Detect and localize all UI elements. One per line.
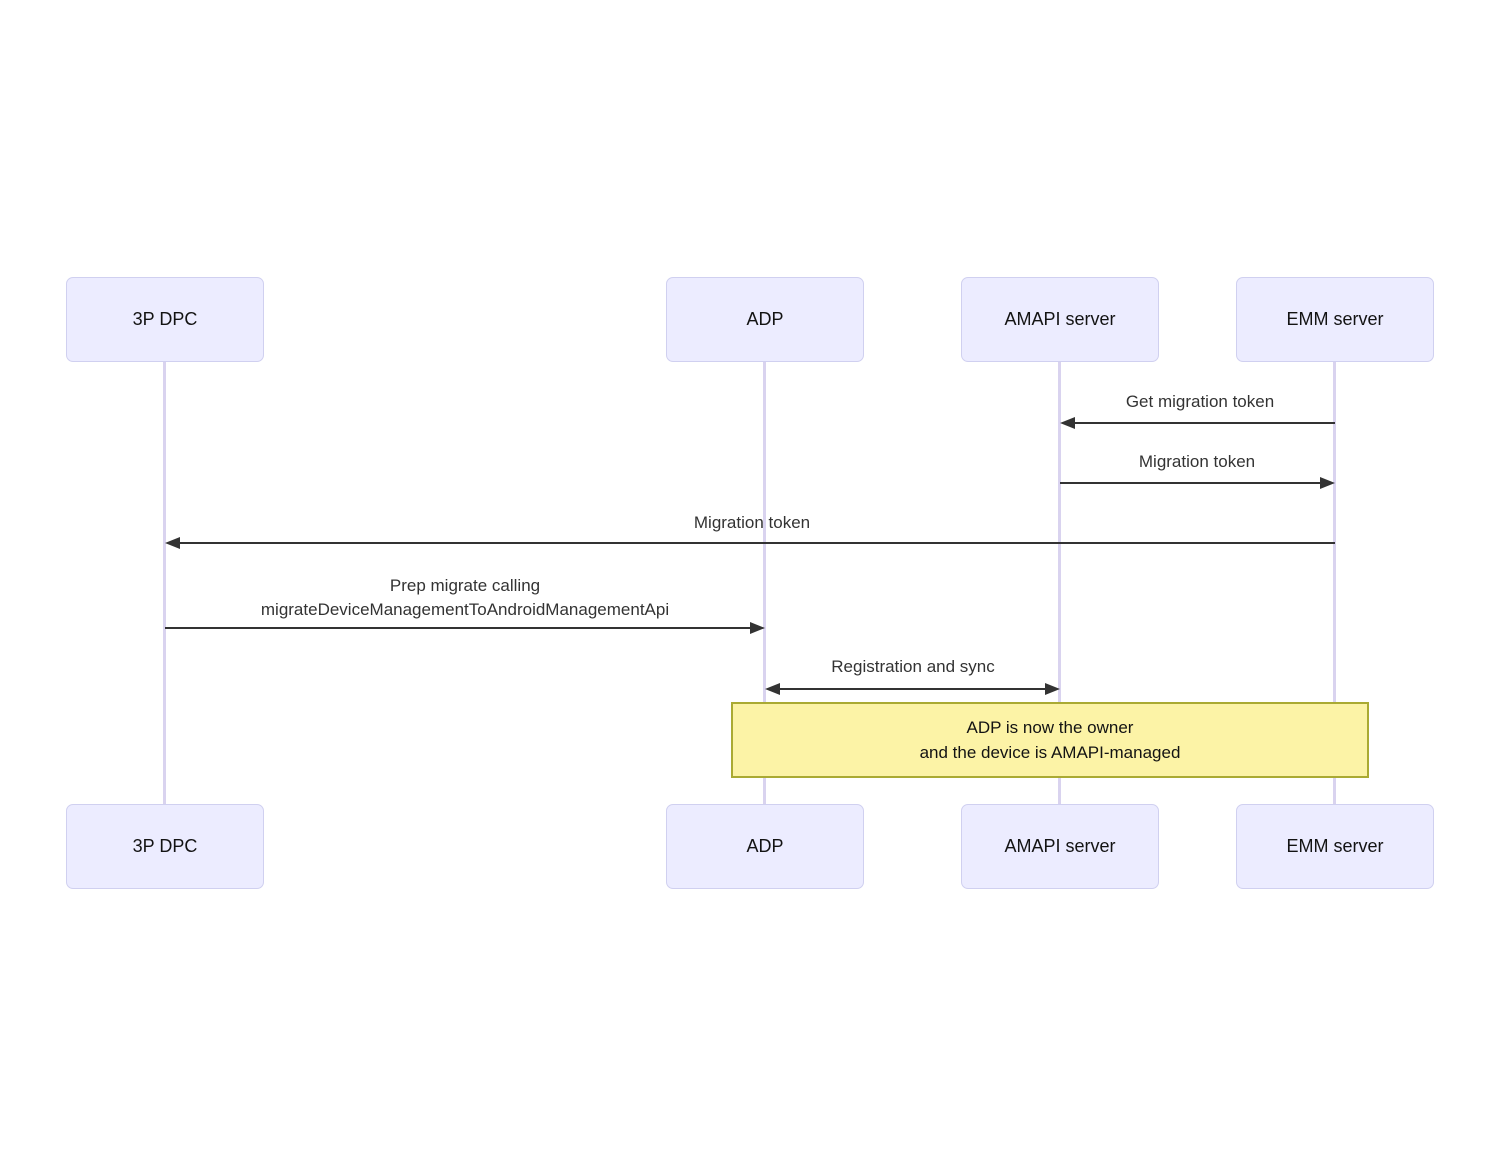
actor-top-adp: ADP	[666, 277, 864, 362]
note-line-2: and the device is AMAPI-managed	[919, 743, 1181, 762]
arrowhead-right-icon	[1320, 477, 1335, 489]
message-line-prep-migrate	[165, 627, 753, 629]
actor-label: EMM server	[1286, 309, 1384, 329]
actor-bottom-3p-dpc: 3P DPC	[66, 804, 264, 889]
message-line-migration-token-to-dpc	[173, 542, 1335, 544]
lifeline-3p-dpc	[163, 362, 166, 804]
actor-top-amapi-server: AMAPI server	[961, 277, 1159, 362]
actor-bottom-emm-server: EMM server	[1236, 804, 1434, 889]
lifeline-amapi-server	[1058, 362, 1061, 804]
actor-label: 3P DPC	[132, 309, 198, 329]
message-line-migration-token-to-emm	[1060, 482, 1322, 484]
actor-top-emm-server: EMM server	[1236, 277, 1434, 362]
arrowhead-left-icon	[165, 537, 180, 549]
message-line-registration-and-sync	[772, 688, 1048, 690]
message-label-line-2: migrateDeviceManagementToAndroidManageme…	[260, 600, 670, 619]
actor-label: ADP	[746, 309, 784, 329]
arrowhead-left-icon	[1060, 417, 1075, 429]
actor-bottom-adp: ADP	[666, 804, 864, 889]
message-label-migration-token-to-dpc: Migration token	[693, 513, 811, 532]
arrowhead-left-icon	[765, 683, 780, 695]
message-label-migration-token-to-emm: Migration token	[1138, 452, 1256, 471]
message-label-get-migration-token: Get migration token	[1125, 392, 1275, 411]
actor-bottom-amapi-server: AMAPI server	[961, 804, 1159, 889]
actor-label: AMAPI server	[1004, 309, 1116, 329]
lifeline-emm-server	[1333, 362, 1336, 804]
note-line-1: ADP is now the owner	[966, 718, 1134, 737]
arrowhead-right-icon	[1045, 683, 1060, 695]
lifeline-adp	[763, 362, 766, 804]
actor-label: EMM server	[1286, 836, 1384, 856]
actor-top-3p-dpc: 3P DPC	[66, 277, 264, 362]
actor-label: AMAPI server	[1004, 836, 1116, 856]
arrowhead-right-icon	[750, 622, 765, 634]
message-label-line-1: Prep migrate calling	[389, 576, 541, 595]
message-line-get-migration-token	[1070, 422, 1335, 424]
message-label-prep-migrate: Prep migrate calling migrateDeviceManage…	[261, 574, 669, 622]
actor-label: 3P DPC	[132, 836, 198, 856]
actor-label: ADP	[746, 836, 784, 856]
message-label-registration-and-sync: Registration and sync	[831, 657, 995, 676]
note-box: ADP is now the owner and the device is A…	[731, 702, 1369, 778]
